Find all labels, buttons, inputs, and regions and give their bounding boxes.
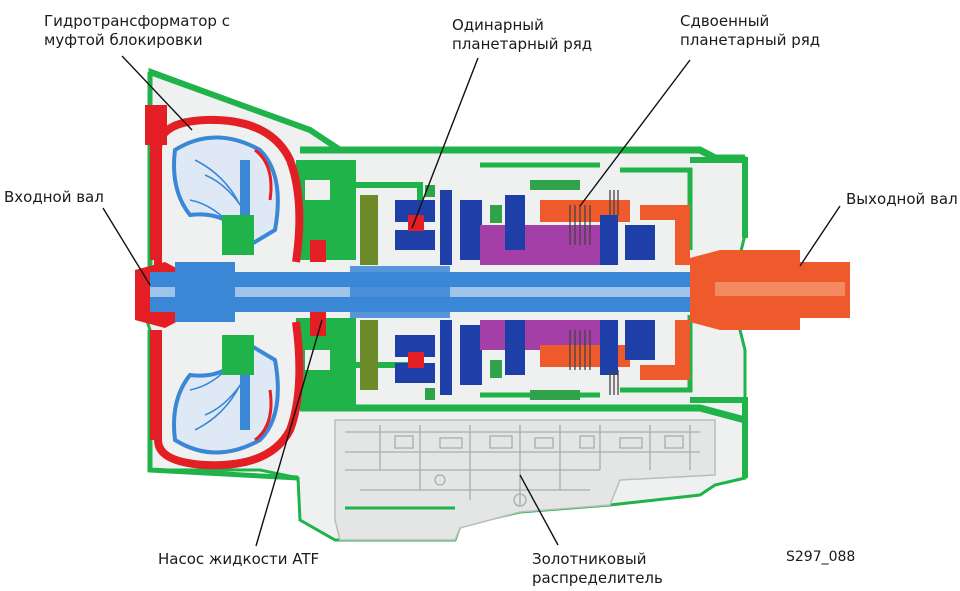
- leader-lines: [102, 55, 841, 547]
- converter-cover-top: [154, 115, 304, 272]
- valve-body-fill: [334, 419, 716, 541]
- figure-code: S297_088: [786, 548, 855, 567]
- leader-single-planetary: [411, 57, 479, 229]
- converter-cover-bottom: [154, 321, 304, 470]
- label-atf-pump: Насос жидкости ATF: [158, 550, 319, 569]
- figure-code-text: S297_088: [786, 549, 856, 565]
- leader-output-shaft: [799, 205, 841, 267]
- label-single-planetary-line2: планетарный ряд: [452, 35, 593, 53]
- label-single-planetary: Одинарный планетарный ряд: [452, 16, 592, 54]
- atf-pump-gear-bottom: [310, 312, 326, 336]
- label-double-planetary-line1: Сдвоенный: [680, 12, 770, 30]
- leader-double-planetary: [579, 59, 691, 207]
- stator-bottom: [222, 335, 254, 375]
- label-torque-converter-line2: муфтой блокировки: [44, 31, 203, 49]
- leader-valve-body: [519, 474, 559, 546]
- lockup-clutch: [240, 160, 250, 220]
- leader-atf-pump: [255, 319, 323, 547]
- label-torque-converter: Гидротрансформатор с муфтой блокировки: [44, 12, 230, 50]
- rear-extension: [690, 157, 748, 478]
- label-torque-converter-line1: Гидротрансформатор с: [44, 12, 230, 30]
- leader-converter: [121, 55, 193, 131]
- label-valve-body: Золотниковый распределитель: [532, 550, 663, 588]
- label-double-planetary-line2: планетарный ряд: [680, 31, 821, 49]
- single-ring-gear-bottom: [395, 335, 435, 357]
- label-input-shaft-text: Входной вал: [4, 188, 104, 206]
- label-double-planetary: Сдвоенный планетарный ряд: [680, 12, 820, 50]
- output-shaft-assembly: [690, 250, 850, 330]
- label-output-shaft: Выходной вал: [846, 190, 958, 209]
- magenta-carrier-top: [480, 225, 600, 265]
- leader-input-shaft: [102, 207, 151, 286]
- single-planetary-set: [360, 185, 482, 400]
- label-single-planetary-line1: Одинарный: [452, 16, 544, 34]
- label-valve-body-line1: Золотниковый: [532, 550, 647, 568]
- label-atf-pump-text: Насос жидкости ATF: [158, 550, 320, 568]
- case-bottom: [300, 404, 746, 424]
- rear-carrier-top: [640, 205, 690, 265]
- stator-top: [222, 215, 254, 255]
- rear-carrier-bottom: [640, 320, 690, 380]
- atf-pump-gear-top: [310, 240, 326, 262]
- label-valve-body-line2: распределитель: [532, 569, 663, 587]
- double-planetary-set: [480, 180, 690, 400]
- single-ring-gear-top: [395, 200, 435, 222]
- converter-hub-top: [145, 105, 167, 145]
- label-output-shaft-text: Выходной вал: [846, 190, 958, 208]
- bell-top: [148, 69, 342, 153]
- main-shaft: [150, 262, 710, 322]
- label-input-shaft: Входной вал: [4, 188, 104, 207]
- valve-body: [334, 419, 716, 541]
